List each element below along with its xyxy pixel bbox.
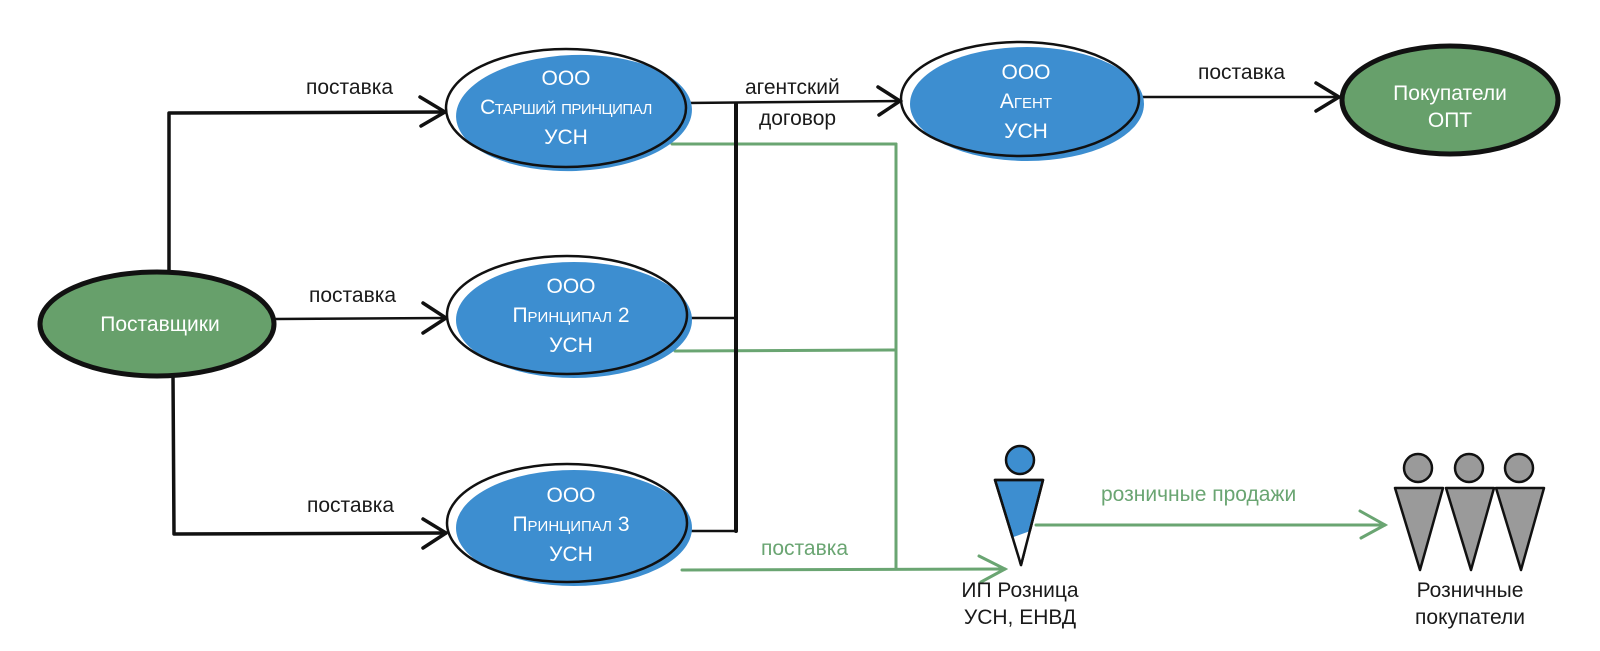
agency-contract-connectors [684,81,1343,533]
person-icon-retail-buyer-1 [1393,452,1445,572]
wholesale-buyers-label: Покупатели ОПТ [1360,80,1540,135]
edge-label-agent-wholesale: поставка [1198,61,1286,84]
node-senior-principal[interactable] [444,47,694,175]
retail-buyers-line2: покупатели [1415,606,1525,630]
senior-principal-line3: УСН [544,125,588,149]
connector-to-p3 [171,373,448,536]
principal-3-line3: УСН [549,542,593,566]
node-agent[interactable] [899,40,1144,161]
retail-supply-network [670,142,1389,584]
edge-label-agency-contract-2: договор [759,107,837,130]
supplier-connectors [167,95,448,550]
edge-label-supply-p2: поставка [309,284,397,307]
ip-retail-line1: ИП Розница [961,579,1079,602]
senior-principal-line2: Старший принципал [480,96,652,120]
node-wholesale-buyers[interactable] [1339,43,1561,157]
wholesale-buyers-line1: Покупатели [1393,82,1507,105]
arrowhead-senior [418,95,447,128]
node-principal-3[interactable] [445,462,692,586]
principal-2-line3: УСН [549,333,593,357]
green-line-p3 [680,567,1007,572]
wholesale-buyers-line2: ОПТ [1427,109,1473,133]
edge-label-retail-sales: розничные продажи [1101,483,1297,506]
retail-buyers-line1: Розничные [1416,579,1524,602]
principal-3-line1: ООО [546,484,596,507]
person-icon-ip-retail [993,444,1045,567]
agent-line2: Агент [999,90,1053,114]
principal-3-line2: Принципал 3 [512,513,630,537]
edge-label-supply-ip: поставка [761,537,849,560]
person-icon-retail-buyer-2 [1444,452,1496,572]
suppliers-label-text: Поставщики [100,313,220,336]
ip-retail-caption: ИП Розница УСН, ЕНВД [930,577,1110,632]
retail-buyers-caption: Розничные покупатели [1380,577,1560,632]
agent-line3: УСН [1004,119,1048,143]
principal-2-label: ООО Принципал 2 УСН [466,272,676,360]
ip-retail-line2: УСН, ЕНВД [963,606,1077,630]
edge-label-supply-senior: поставка [306,76,394,99]
agent-to-wholesale-arrowhead [1314,81,1343,113]
edge-label-supply-p3: поставка [307,494,395,517]
green-arrowhead-ip [977,554,1009,584]
person-icon-retail-buyer-3 [1494,452,1546,572]
suppliers-label: Поставщики [60,310,260,339]
node-principal-2[interactable] [445,254,692,378]
arrowhead-p3 [421,517,448,550]
principal-3-label: ООО Принципал 3 УСН [466,481,676,569]
bus-senior [684,99,902,105]
green-line-p2 [673,348,898,353]
agent-label: ООО Агент УСН [926,58,1126,146]
principal-2-line1: ООО [546,275,596,298]
node-suppliers[interactable] [37,269,277,379]
connector-to-senior [167,110,447,272]
connector-to-p2 [273,316,448,321]
agent-line1: ООО [1001,61,1051,84]
senior-principal-line1: ООО [541,67,591,90]
principal-2-line2: Принципал 2 [512,304,630,328]
edge-label-agency-contract-1: агентский [745,76,840,99]
senior-principal-label: ООО Старший принципал УСН [446,64,686,152]
retail-sales-arrowhead [1358,509,1389,540]
